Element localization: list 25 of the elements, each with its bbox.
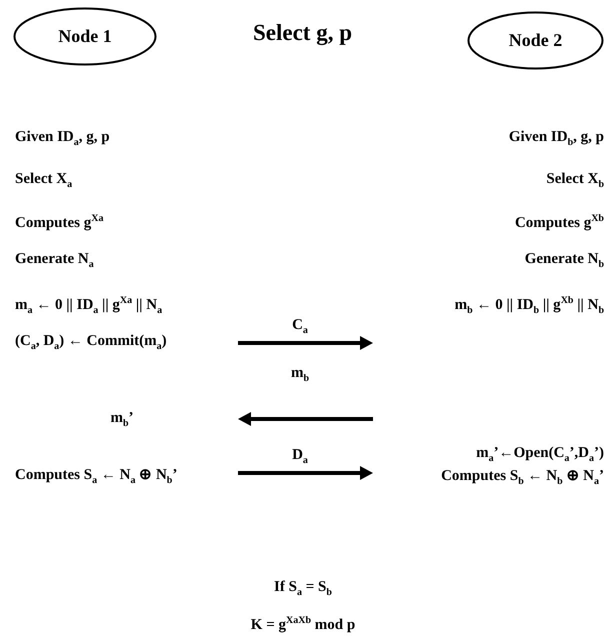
formula-text: Select X$_{a}$: [15, 170, 72, 192]
formula-text: C$_{a}$: [292, 316, 308, 338]
node-ellipse: [467, 11, 604, 70]
formula-text: (C$_{a}$, D$_{a}$) ← Commit(m$_{a}$): [15, 332, 167, 354]
formula-text: Computes g$^{Xb}$: [514, 212, 604, 232]
formula-text: m$_{a}$’←Open(C$_{a}$’,D$_{a}$’): [476, 444, 604, 466]
formula-text: K = g$^{XaXb}$ mod p: [250, 614, 356, 634]
node-ellipse: [13, 7, 157, 66]
node-label: Node 2: [508, 30, 562, 51]
formula-text: Computes S$_{b}$ ← N$_{b}$ ⊕ N$_{a}$’: [441, 467, 604, 489]
formula-text: Computes g$^{Xa}$: [15, 212, 104, 232]
formula-text: Generate N$_{a}$: [15, 250, 94, 272]
formula-text: m$_{b}$’: [110, 409, 134, 431]
formula-text: Given ID$_{a}$, g, p: [15, 128, 110, 150]
formula-text: m$_{a}$ ← 0 || ID$_{a}$ || g$^{Xa}$ || N$_{a}$: [15, 294, 162, 318]
diagram-title: Select g, p: [253, 20, 352, 46]
formula-text: m$_{b}$ ← 0 || ID$_{b}$ || g$^{Xb}$ || N$_{b}$: [454, 294, 604, 318]
formula-text: m$_{b}$: [290, 364, 310, 386]
node-label: Node 1: [58, 26, 112, 47]
formula-text: Select X$_{b}$: [546, 170, 604, 192]
formula-text: Generate N$_{b}$: [524, 250, 604, 272]
formula-text: Given ID$_{b}$, g, p: [508, 128, 604, 150]
formula-text: Computes S$_{a}$ ← N$_{a}$ ⊕ N$_{b}$’: [15, 466, 178, 488]
formula-text: If S$_{a}$ = S$_{b}$: [274, 578, 332, 600]
formula-text: D$_{a}$: [292, 446, 308, 468]
